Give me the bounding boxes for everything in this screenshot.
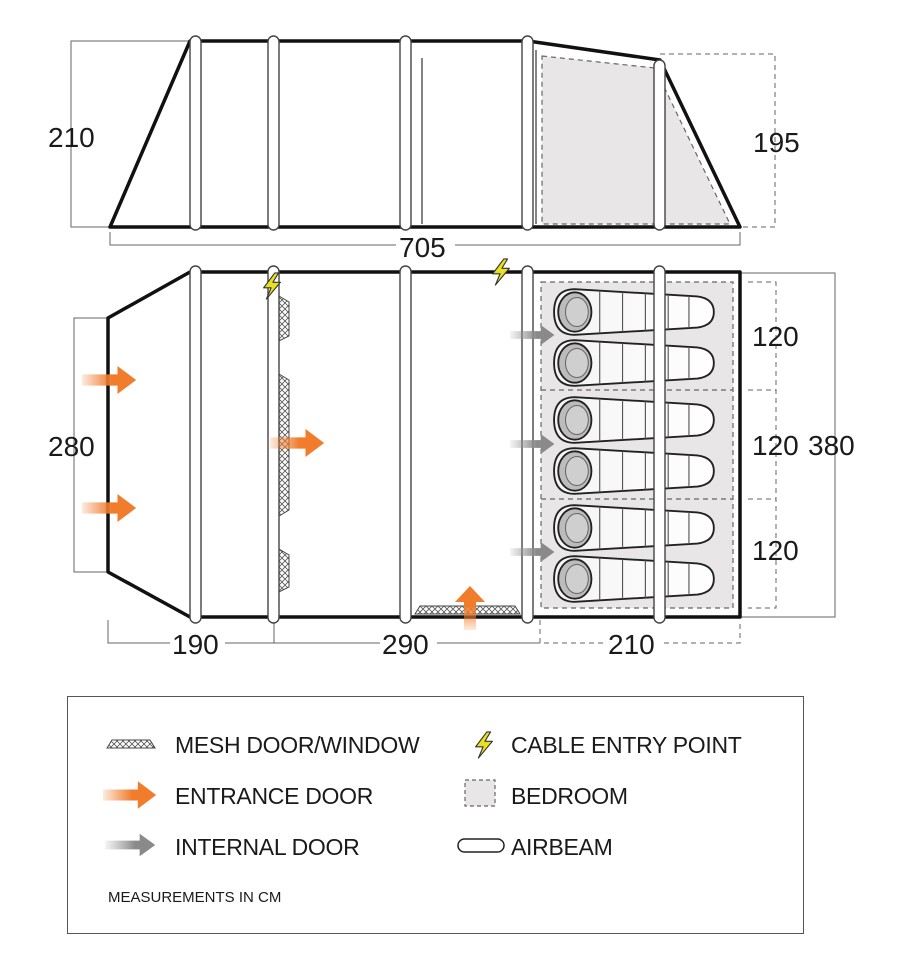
sleeping-bag xyxy=(553,288,715,336)
total-width-label: 380 xyxy=(808,430,855,461)
sleeping-bag xyxy=(553,447,715,495)
legend-label-cable: CABLE ENTRY POINT xyxy=(511,732,742,758)
legend-label-entrance: ENTRANCE DOOR xyxy=(175,783,374,809)
total-length-dimension: 705 xyxy=(109,232,741,263)
mesh-icon xyxy=(106,739,156,749)
floor-plan: 280 120 120 120 380 190 290 210 xyxy=(48,258,855,660)
sleeping-bag xyxy=(553,555,715,603)
measurement-note: MEASUREMENTS IN CM xyxy=(108,889,282,906)
legend-label-internal: INTERNAL DOOR xyxy=(175,834,360,860)
section-length-label: 210 xyxy=(608,629,655,660)
side-view: 210 195 xyxy=(48,35,800,231)
entrance-doors xyxy=(82,366,485,630)
bedroom-width-label: 120 xyxy=(752,535,799,566)
bedroom-width-label: 120 xyxy=(752,321,799,352)
legend-icons xyxy=(103,731,505,857)
side-dimension-lines xyxy=(70,40,776,228)
side-height-right: 195 xyxy=(753,127,800,158)
legend-label-mesh: MESH DOOR/WINDOW xyxy=(175,732,420,758)
section-length-label: 290 xyxy=(382,629,429,660)
legend-label-airbeam: AIRBEAM xyxy=(511,834,613,860)
legend-box xyxy=(67,696,804,934)
sleeping-bag xyxy=(553,396,715,444)
total-length-label: 705 xyxy=(399,232,446,263)
plan-dimension-lines xyxy=(73,272,836,644)
side-airbeams xyxy=(189,35,666,231)
airbeam-icon xyxy=(457,838,505,853)
bedroom-square-icon xyxy=(464,779,496,807)
side-outline xyxy=(108,39,742,229)
section-length-label: 190 xyxy=(172,629,219,660)
living-width-label: 280 xyxy=(48,431,95,462)
bedroom-width-label: 120 xyxy=(752,430,799,461)
sleeping-bag xyxy=(553,339,715,387)
side-height-left: 210 xyxy=(48,122,95,153)
lightning-icon xyxy=(492,258,510,286)
side-bedroom-area xyxy=(541,55,731,225)
sleeping-bag xyxy=(553,504,715,552)
legend-label-bedroom: BEDROOM xyxy=(511,783,628,809)
entrance-arrow-icon xyxy=(455,586,485,630)
